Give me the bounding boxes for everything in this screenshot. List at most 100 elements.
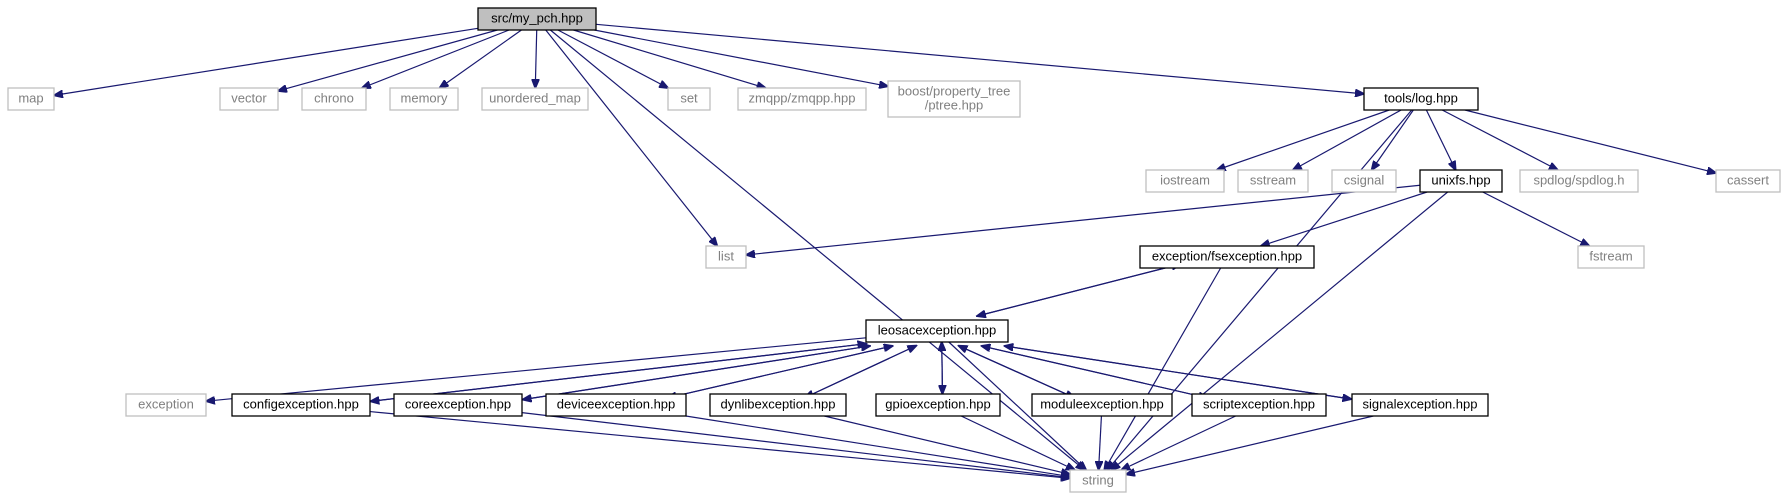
edge-scriptex-to-leosac xyxy=(981,346,1208,399)
node-box xyxy=(7,87,55,111)
node-ptree: boost/property_tree/ptree.hpp xyxy=(887,80,1021,118)
edge-my_pch-to-zmqpp xyxy=(573,29,765,88)
edge-my_pch-to-log xyxy=(595,23,1364,94)
edge-log-to-string xyxy=(1107,109,1413,470)
node-scriptex[interactable]: scriptexception.hpp xyxy=(1191,393,1327,417)
node-box xyxy=(875,393,1001,417)
node-signalex[interactable]: signalexception.hpp xyxy=(1351,393,1489,417)
node-label: tools/log.hpp xyxy=(1384,90,1458,105)
node-label: vector xyxy=(231,90,267,105)
node-box xyxy=(705,245,747,269)
edge-moduleex-to-leosac xyxy=(959,346,1075,399)
node-memory: memory xyxy=(389,87,459,111)
edge-my_pch-to-memory xyxy=(440,29,522,88)
node-unixfs[interactable]: unixfs.hpp xyxy=(1419,169,1503,193)
node-label: cassert xyxy=(1727,172,1769,187)
node-vector: vector xyxy=(219,87,279,111)
edge-log-to-sstream xyxy=(1293,109,1402,170)
edge-moduleex-to-string xyxy=(1099,415,1102,470)
node-leosac[interactable]: leosacexception.hpp xyxy=(865,319,1009,343)
edge-my_pch-to-list xyxy=(545,29,718,246)
node-box xyxy=(1519,169,1639,193)
edge-signalex-to-string xyxy=(1126,415,1374,474)
edge-configex-to-string xyxy=(369,410,1070,479)
edge-log-to-cassert xyxy=(1464,109,1716,173)
node-list: list xyxy=(705,245,747,269)
node-box xyxy=(667,87,711,111)
node-moduleex[interactable]: moduleexception.hpp xyxy=(1031,393,1173,417)
edge-my_pch-to-chrono xyxy=(362,29,510,88)
node-label: list xyxy=(718,248,734,263)
node-box xyxy=(1363,87,1479,111)
edge-gpioex-to-leosac xyxy=(942,342,943,394)
edge-leosac-to-string xyxy=(948,341,1086,470)
node-spdlog: spdlog/spdlog.h xyxy=(1519,169,1639,193)
node-box xyxy=(389,87,459,111)
edge-my_pch-to-unordered_map xyxy=(535,29,536,88)
edge-my_pch-to-set xyxy=(557,29,668,88)
node-box xyxy=(1031,393,1173,417)
node-label: spdlog/spdlog.h xyxy=(1533,172,1624,187)
node-fstream: fstream xyxy=(1577,245,1645,269)
node-label: scriptexception.hpp xyxy=(1203,396,1315,411)
node-label: unordered_map xyxy=(489,90,581,105)
edge-leosac-to-fsexception xyxy=(976,264,1181,317)
node-box xyxy=(1331,169,1397,193)
edge-log-to-spdlog xyxy=(1441,109,1558,170)
edge-my_pch-to-ptree xyxy=(594,29,888,86)
edge-unixfs-to-fstream xyxy=(1482,191,1590,246)
node-iostream: iostream xyxy=(1145,169,1225,193)
node-label: zmqpp/zmqpp.hpp xyxy=(749,90,856,105)
edge-my_pch-to-string xyxy=(549,29,1084,470)
edge-log-to-iostream xyxy=(1217,109,1390,170)
node-dynlibex[interactable]: dynlibexception.hpp xyxy=(709,393,847,417)
node-fsexception[interactable]: exception/fsexception.hpp xyxy=(1139,245,1315,269)
node-label: fstream xyxy=(1589,248,1632,263)
node-box xyxy=(1145,169,1225,193)
node-label: coreexception.hpp xyxy=(405,396,511,411)
node-csignal: csignal xyxy=(1331,169,1397,193)
node-label: src/my_pch.hpp xyxy=(491,10,583,25)
node-configex[interactable]: configexception.hpp xyxy=(231,393,371,417)
node-label: set xyxy=(680,90,698,105)
node-box xyxy=(393,393,523,417)
node-label: moduleexception.hpp xyxy=(1040,396,1164,411)
edge-my_pch-to-vector xyxy=(278,29,498,91)
node-label: /ptree.hpp xyxy=(925,97,984,112)
edge-unixfs-to-string xyxy=(1111,191,1449,470)
edge-deviceex-to-leosac xyxy=(667,346,892,399)
node-log[interactable]: tools/log.hpp xyxy=(1363,87,1479,111)
node-box xyxy=(737,87,867,111)
node-box xyxy=(481,87,589,111)
node-string: string xyxy=(1069,469,1127,493)
node-box xyxy=(219,87,279,111)
node-label: dynlibexception.hpp xyxy=(721,396,836,411)
node-box xyxy=(231,393,371,417)
node-box xyxy=(125,393,207,417)
node-box xyxy=(1191,393,1327,417)
edge-unixfs-to-list xyxy=(746,184,1421,255)
edge-coreex-to-string xyxy=(521,412,1070,478)
edge-leosac-to-exception xyxy=(206,337,867,401)
edge-deviceex-to-string xyxy=(685,415,1070,477)
node-label: boost/property_tree xyxy=(898,83,1011,98)
edge-log-to-csignal xyxy=(1372,109,1414,170)
node-coreex[interactable]: coreexception.hpp xyxy=(393,393,523,417)
node-box xyxy=(1069,469,1127,493)
node-label: memory xyxy=(401,90,448,105)
node-label: map xyxy=(18,90,43,105)
node-label: deviceexception.hpp xyxy=(557,396,676,411)
node-my-pch[interactable]: src/my_pch.hpp xyxy=(477,7,597,31)
node-deviceex[interactable]: deviceexception.hpp xyxy=(545,393,687,417)
node-label: configexception.hpp xyxy=(243,396,359,411)
edge-scriptex-to-string xyxy=(1121,415,1236,470)
node-label: leosacexception.hpp xyxy=(878,322,997,337)
node-zmqpp: zmqpp/zmqpp.hpp xyxy=(737,87,867,111)
node-gpioex[interactable]: gpioexception.hpp xyxy=(875,393,1001,417)
node-sstream: sstream xyxy=(1237,169,1309,193)
node-label: gpioexception.hpp xyxy=(885,396,991,411)
node-box xyxy=(1139,245,1315,269)
node-label: sstream xyxy=(1250,172,1296,187)
